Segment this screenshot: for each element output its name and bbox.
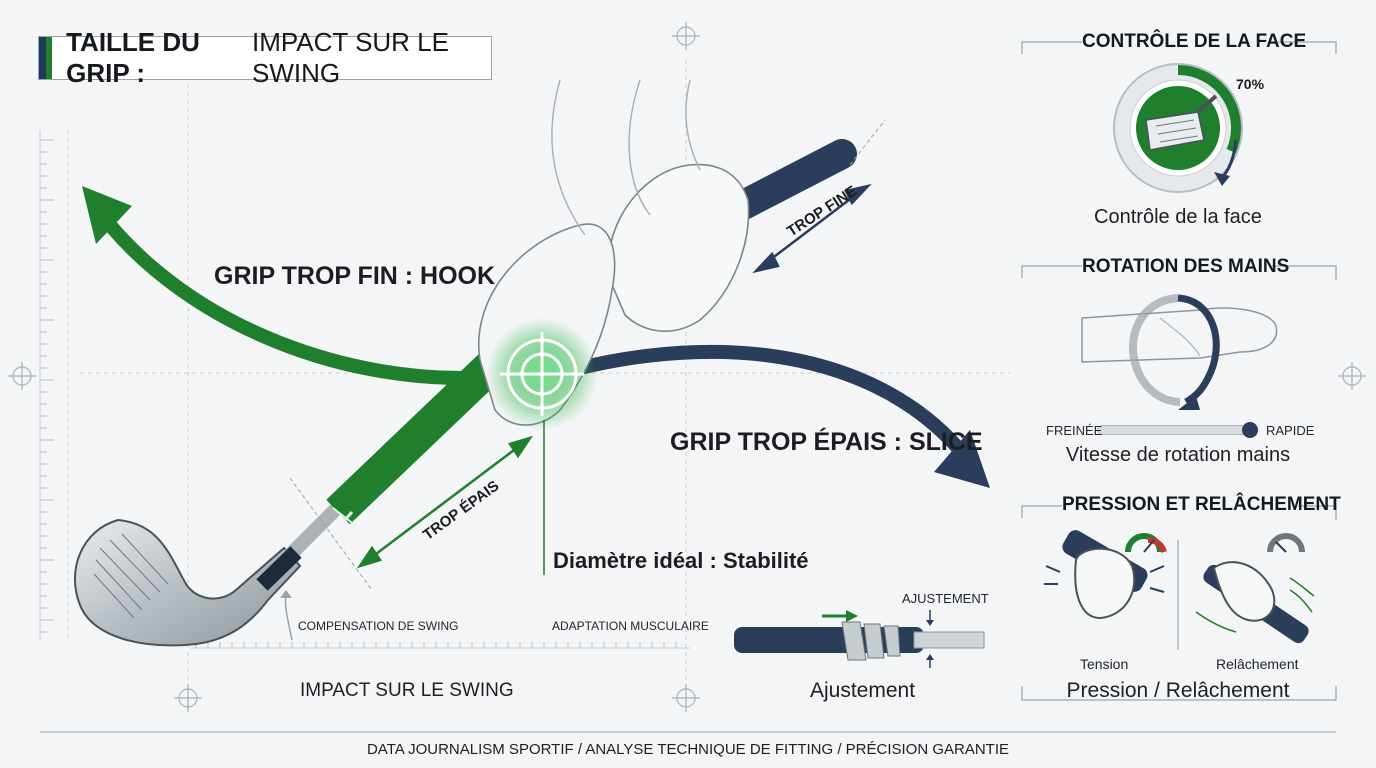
release-illustration xyxy=(1195,533,1315,644)
rotation-caption: Vitesse de rotation mains xyxy=(1065,444,1291,466)
face-panel-heading: CONTRÔLE DE LA FACE xyxy=(1082,31,1307,52)
rotation-illustration xyxy=(1081,294,1278,410)
ajustement-top-label: AJUSTEMENT xyxy=(902,591,989,606)
trop-fine-dimension xyxy=(752,183,872,274)
footer-text: DATA JOURNALISM SPORTIF / ANALYSE TECHNI… xyxy=(366,741,1010,758)
face-percent: 70% xyxy=(1236,76,1265,92)
ajustement-label: Ajustement xyxy=(810,679,916,702)
pressure-caption: Pression / Relâchement xyxy=(1066,679,1290,702)
rotation-panel-heading: ROTATION DES MAINS xyxy=(1082,256,1290,277)
tension-illustration xyxy=(1044,530,1167,620)
impact-label: IMPACT SUR LE SWING xyxy=(300,680,514,701)
slider-left-label: FREINÉE xyxy=(1046,423,1103,438)
club-grooves xyxy=(93,533,169,619)
compensation-label: COMPENSATION DE SWING xyxy=(298,619,459,633)
slice-arrow xyxy=(573,344,965,455)
title-bold: TAILLE DU GRIP : xyxy=(66,27,200,88)
adaptation-label: ADAPTATION MUSCULAIRE xyxy=(552,619,709,633)
ideal-diameter-label: Diamètre idéal : Stabilité xyxy=(553,548,809,573)
compensation-arc xyxy=(284,595,293,641)
hook-arrow xyxy=(103,218,477,386)
release-label: Relâchement xyxy=(1216,656,1299,672)
tension-label: Tension xyxy=(1080,656,1129,672)
hook-label: GRIP TROP FIN : HOOK xyxy=(214,262,496,290)
target-reticle xyxy=(500,332,584,416)
club-head xyxy=(74,518,302,647)
slice-label: GRIP TROP ÉPAIS : SLICE xyxy=(670,428,983,456)
title-regular: IMPACT SUR LE SWING xyxy=(252,27,449,88)
face-caption: Contrôle de la face xyxy=(1094,206,1262,228)
slider-right-label: RAPIDE xyxy=(1266,423,1315,438)
title-box: TAILLE DU GRIP : IMPACT SUR LE SWING xyxy=(38,27,492,88)
rotation-slider xyxy=(1097,422,1258,438)
slice-arrowhead xyxy=(934,430,990,488)
face-control-gauge xyxy=(1113,63,1243,193)
trop-epais-dimension xyxy=(357,435,533,569)
adjustment-grip xyxy=(734,610,985,668)
crosshairs xyxy=(8,22,1366,712)
pressure-panel-heading: PRESSION ET RELÂCHEMENT xyxy=(1062,494,1341,515)
hook-arrowhead xyxy=(82,186,132,244)
